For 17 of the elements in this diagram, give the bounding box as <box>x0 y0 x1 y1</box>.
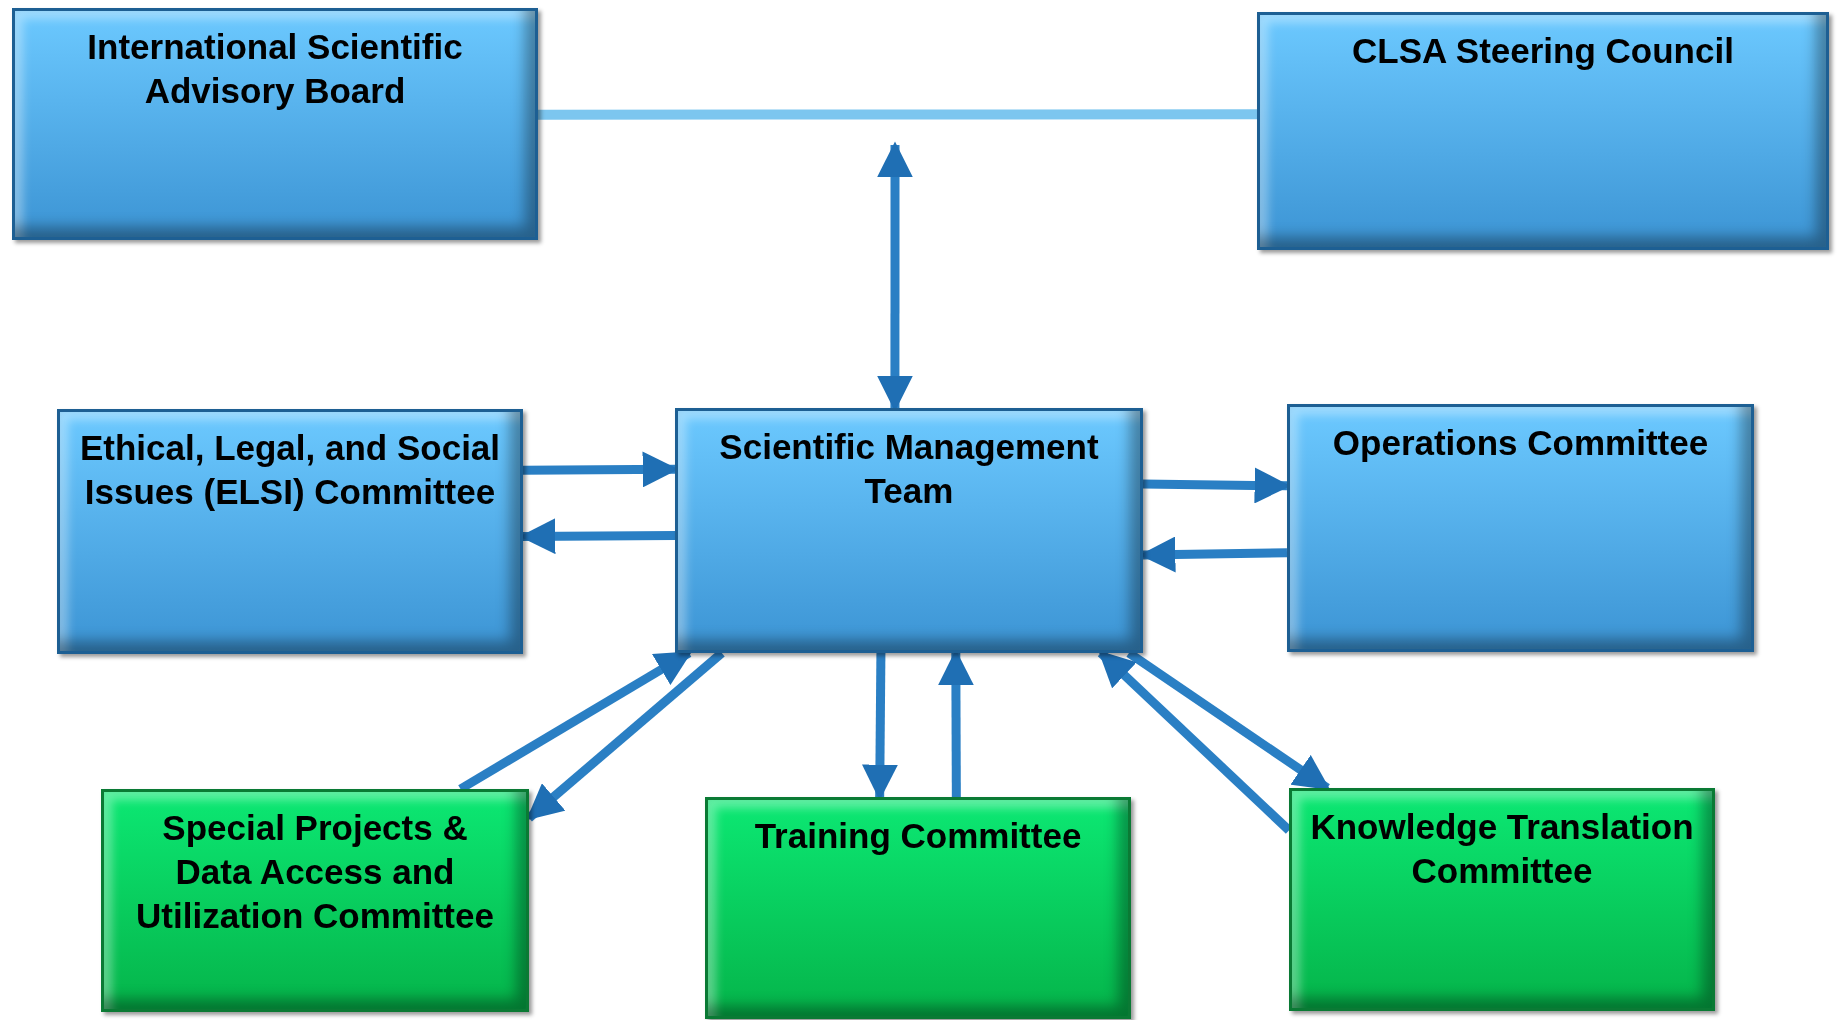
box-title: Operations Committee <box>1332 422 1709 464</box>
committee-box <box>1289 788 1715 1011</box>
box-title: Scientific Management Team <box>718 426 1100 512</box>
committee-box <box>1257 12 1829 250</box>
committee-box <box>12 8 538 240</box>
box-title: Training Committee <box>754 815 1082 857</box>
box-title: Knowledge Translation Committee <box>1310 806 1694 892</box>
committee-box <box>101 789 529 1012</box>
committee-box <box>1287 404 1754 652</box>
box-title: CLSA Steering Council <box>1352 30 1734 72</box>
box-title: International Scientific Advisory Board <box>86 26 464 112</box>
box-title: Special Projects & Data Access and Utilization Committee <box>135 807 495 937</box>
box-title: Ethical, Legal, and Social Issues (ELSI) Committee <box>78 427 502 513</box>
committee-box <box>705 797 1131 1019</box>
connector-line <box>538 109 1257 120</box>
committee-box <box>57 409 523 654</box>
committee-box <box>675 408 1143 653</box>
